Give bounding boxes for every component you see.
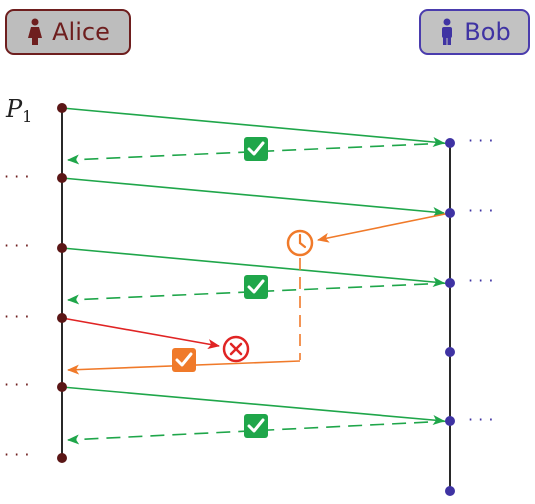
alice-ellipsis: · · · [4,167,29,186]
alice-ellipsis: · · · [4,445,29,464]
bob-event-dot [445,347,455,357]
bob-ellipsis: · · · [468,201,493,220]
bob-event-dot [445,486,455,496]
alice-event-dot [57,313,67,323]
message-arrow [61,107,445,147]
alice-event-dot [57,453,67,463]
alice-label: Alice [52,18,110,46]
check-icon [244,275,268,299]
bob-event-dot [445,416,455,426]
ack-arrow [67,282,451,305]
alice-event-dot [57,173,67,183]
bob-ellipsis: · · · [468,271,493,290]
bob-event-dot [445,208,455,218]
alice-event-dot [57,103,67,113]
cross-circle-icon [222,335,250,363]
alice-box: Alice [5,9,131,55]
bob-event-dot [445,278,455,288]
person-male-icon [442,18,453,45]
p1-label: P1 [5,95,32,126]
bob-ellipsis: · · · [468,131,493,150]
ack-arrow [67,142,451,165]
ack-arrow [67,420,451,445]
clock-icon [286,229,314,257]
alice-event-dot [57,243,67,253]
alice-ellipsis: · · · [4,307,29,326]
bob-box: Bob [419,9,530,55]
alice-ellipsis: · · · [4,236,29,255]
late-check-icon [172,348,196,372]
bob-event-dot [445,138,455,148]
bob-label: Bob [464,18,511,46]
person-female-icon [28,18,43,45]
message-arrow [61,247,445,287]
alice-ellipsis: · · · [4,375,29,394]
failed-message-arrow [61,317,220,349]
message-arrow [61,386,445,426]
delayed-ack-arrow [317,212,451,243]
check-icon [244,137,268,161]
message-arrow [61,177,445,217]
bob-ellipsis: · · · [468,410,493,429]
alice-event-dot [57,382,67,392]
check-icon [244,414,268,438]
